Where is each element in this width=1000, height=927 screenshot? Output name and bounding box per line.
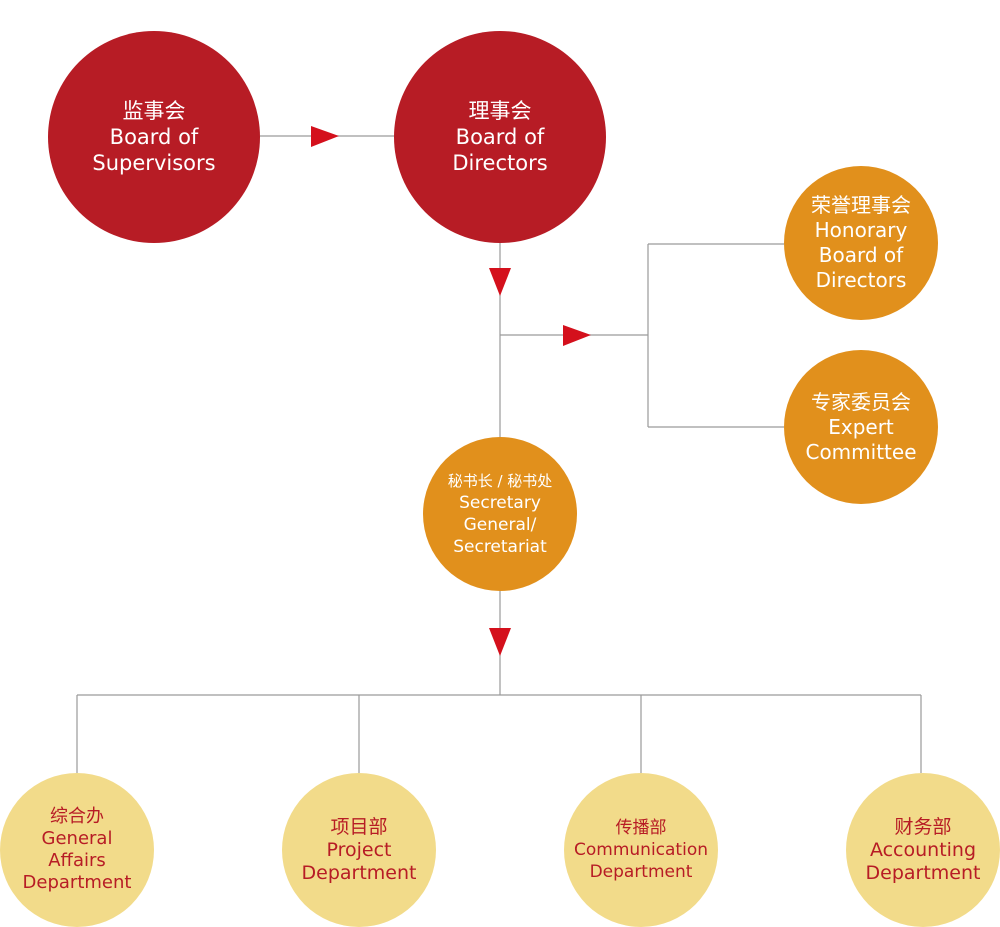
node-label-en: Department (22, 872, 132, 893)
accounting-department-node: 财务部 Accounting Department (846, 773, 1000, 927)
node-label-en: Supervisors (92, 151, 216, 175)
expert-committee-node: 专家委员会 Expert Committee (784, 350, 938, 504)
project-department-node: 项目部 Project Department (282, 773, 436, 927)
node-label-en: Communication (574, 840, 708, 860)
arrow-down-icon (489, 628, 511, 656)
node-label-cn: 财务部 (894, 815, 952, 838)
node-label-cn: 秘书长 / 秘书处 (447, 472, 553, 490)
node-label-en: Department (589, 862, 693, 882)
node-label-cn: 综合办 (50, 806, 104, 827)
node-label-en: Secretariat (453, 537, 547, 557)
board-of-supervisors-node: 监事会 Board of Supervisors (48, 31, 260, 243)
board-of-directors-node: 理事会 Board of Directors (394, 31, 606, 243)
node-label-en: Department (865, 861, 981, 884)
node-label-en: Board of (455, 125, 545, 149)
node-label-en: Directors (815, 268, 907, 292)
node-label-cn: 荣誉理事会 (811, 193, 911, 217)
node-label-en: Directors (452, 151, 548, 175)
node-label-en: General (41, 828, 113, 849)
node-label-en: Board of (818, 243, 904, 267)
secretariat-node: 秘书长 / 秘书处 Secretary General/ Secretariat (423, 437, 577, 591)
node-label-cn: 专家委员会 (811, 389, 911, 414)
node-label-cn: 监事会 (122, 99, 186, 123)
node-label-en: Project (326, 838, 392, 861)
node-label-en: Honorary (814, 218, 908, 242)
node-label-cn: 理事会 (468, 99, 532, 123)
arrow-right-icon (311, 126, 339, 147)
node-label-en: Committee (805, 439, 917, 464)
communication-department-node: 传播部 Communication Department (564, 773, 718, 927)
general-affairs-department-node: 综合办 General Affairs Department (0, 773, 154, 927)
node-label-en: Accounting (869, 838, 977, 861)
node-label-en: Board of (109, 125, 199, 149)
node-label-en: Expert (828, 414, 894, 439)
node-label-en: Affairs (48, 850, 106, 871)
node-label-cn: 项目部 (330, 815, 388, 838)
node-label-en: Secretary (459, 493, 541, 513)
arrow-down-icon (489, 268, 511, 296)
node-label-en: Department (301, 861, 417, 884)
node-label-en: General/ (463, 515, 537, 535)
node-label-cn: 传播部 (615, 818, 667, 838)
honorary-board-node: 荣誉理事会 Honorary Board of Directors (784, 166, 938, 320)
arrow-right-icon (563, 325, 591, 346)
